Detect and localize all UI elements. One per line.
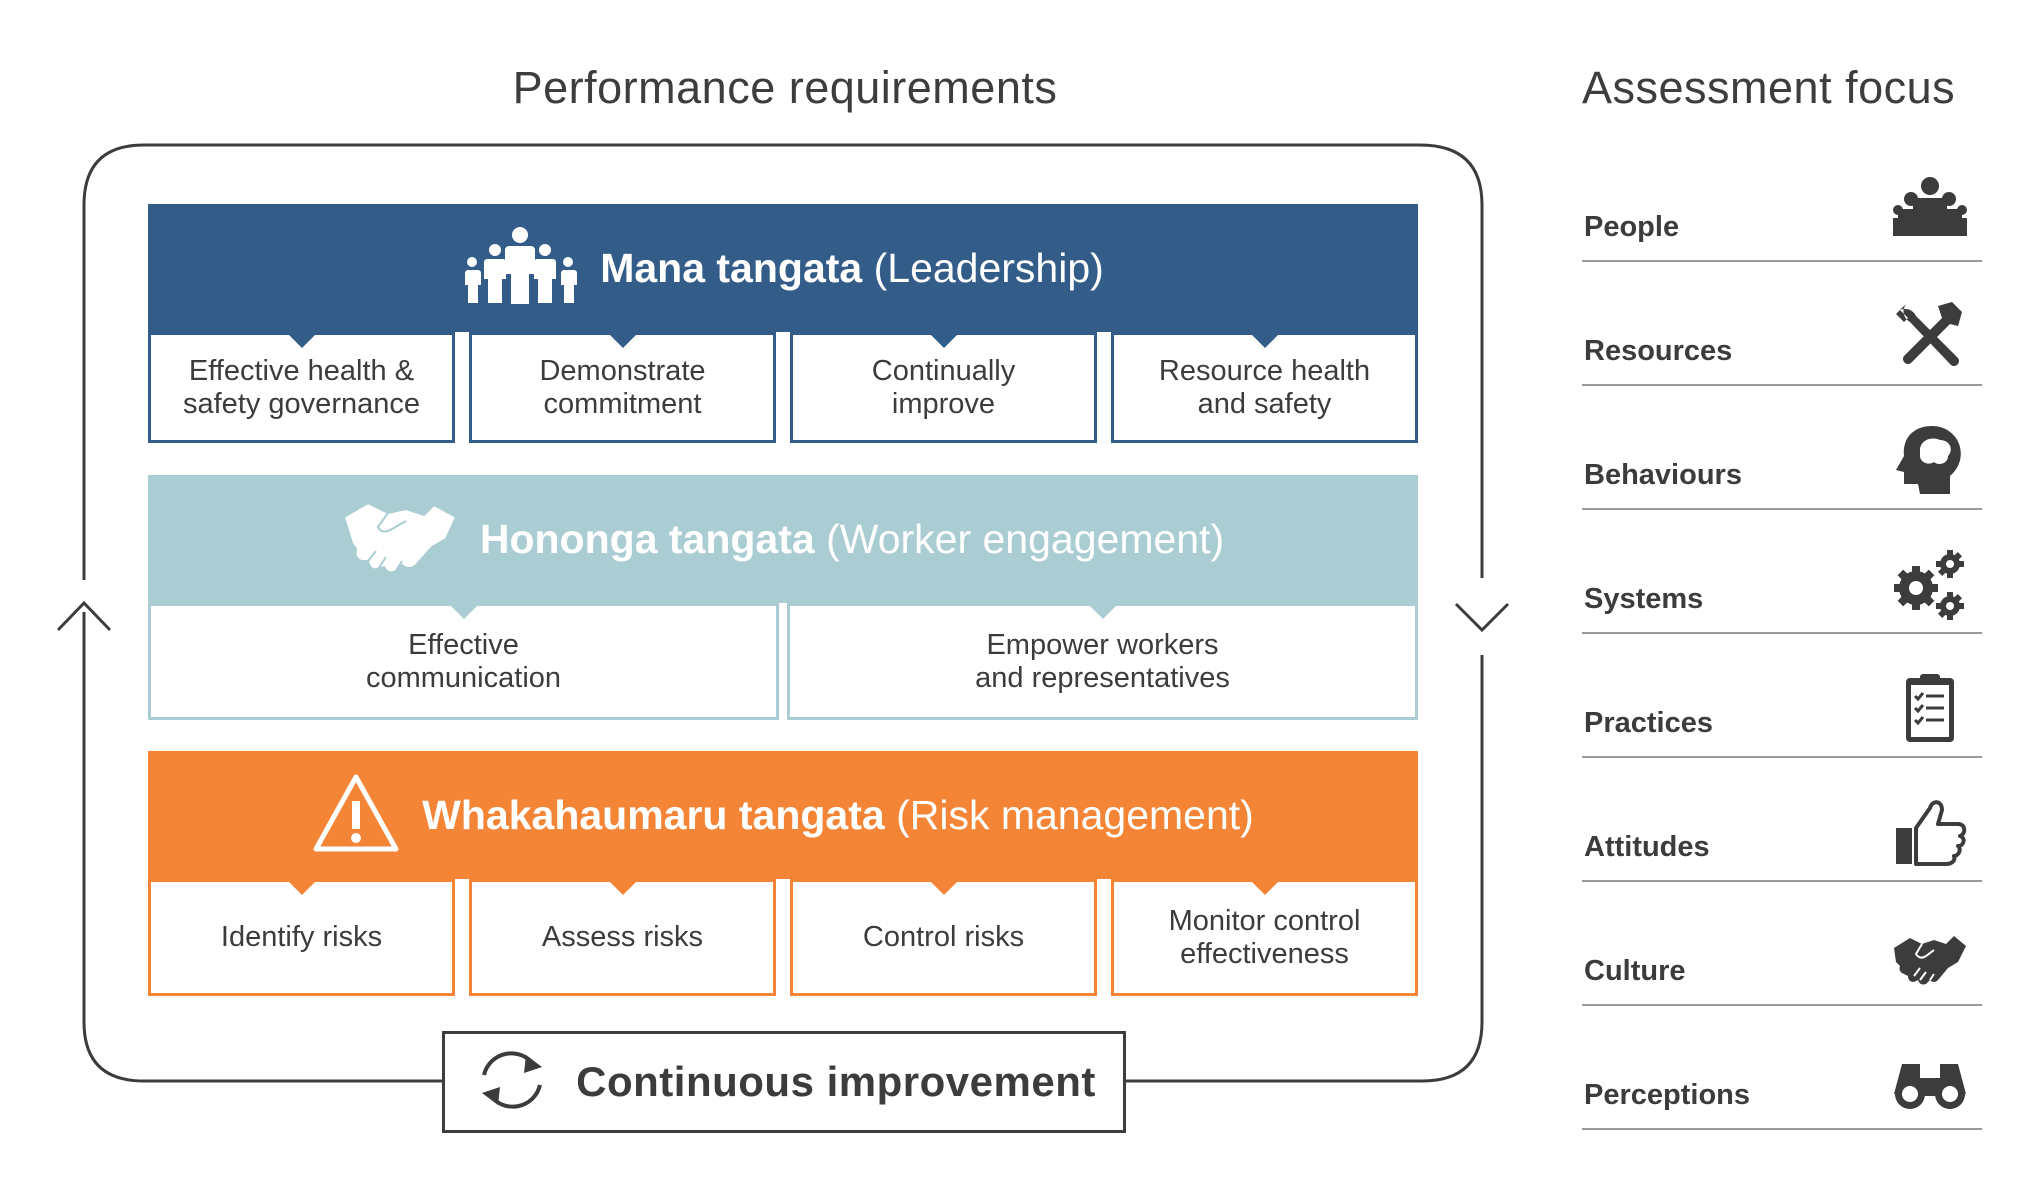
handshake-icon (1892, 918, 1968, 994)
focus-item-attitudes: Attitudes (1582, 758, 1982, 882)
box-identify: Identify risks (148, 879, 455, 996)
assessment-focus-list: People Resources Behaviours (1582, 138, 1982, 1130)
risk-band: Whakahaumaru tangata (Risk management) (148, 751, 1418, 879)
focus-label: People (1584, 211, 1680, 243)
assessment-focus-heading: Assessment focus (1582, 62, 1956, 113)
people-group-icon (462, 226, 578, 311)
focus-item-practices: Practices (1582, 634, 1982, 758)
box-governance: Effective health &safety governance (148, 332, 455, 443)
focus-label: Behaviours (1584, 459, 1742, 491)
focus-label: Perceptions (1584, 1079, 1750, 1111)
leadership-boxes: Effective health &safety governance Demo… (148, 332, 1418, 443)
risk-boxes: Identify risks Assess risks Control risk… (148, 879, 1418, 996)
focus-label: Practices (1584, 707, 1713, 739)
clipboard-checklist-icon (1892, 670, 1968, 746)
binoculars-icon (1892, 1042, 1968, 1118)
refresh-cycle-icon (472, 1045, 552, 1120)
performance-requirements-heading: Performance requirements (512, 62, 1058, 113)
box-assess: Assess risks (469, 879, 776, 996)
head-brain-icon (1892, 422, 1968, 498)
focus-label: Resources (1584, 335, 1733, 367)
risk-title: Whakahaumaru tangata (Risk management) (422, 791, 1254, 838)
gears-icon (1892, 546, 1968, 622)
leadership-title: Mana tangata (Leadership) (600, 244, 1104, 291)
focus-item-perceptions: Perceptions (1582, 1006, 1982, 1130)
tools-icon (1892, 298, 1968, 374)
warning-triangle-icon (312, 773, 400, 858)
focus-item-systems: Systems (1582, 510, 1982, 634)
arrow-up-icon (56, 600, 112, 632)
focus-item-resources: Resources (1582, 262, 1982, 386)
focus-label: Systems (1584, 583, 1704, 615)
continuous-improvement-box: Continuous improvement (442, 1031, 1126, 1133)
box-control: Control risks (790, 879, 1097, 996)
thumbs-up-icon (1892, 794, 1968, 870)
handshake-icon (342, 499, 458, 580)
focus-item-culture: Culture (1582, 882, 1982, 1006)
focus-label: Attitudes (1584, 831, 1710, 863)
continuous-improvement-label: Continuous improvement (576, 1058, 1096, 1105)
people-icon (1892, 174, 1968, 250)
leadership-band: Mana tangata (Leadership) (148, 204, 1418, 332)
focus-item-people: People (1582, 138, 1982, 262)
arrow-down-icon (1454, 602, 1510, 633)
engagement-title: Hononga tangata (Worker engagement) (479, 515, 1225, 562)
focus-item-behaviours: Behaviours (1582, 386, 1982, 510)
focus-label: Culture (1584, 955, 1686, 987)
engagement-band: Hononga tangata (Worker engagement) (148, 475, 1418, 603)
